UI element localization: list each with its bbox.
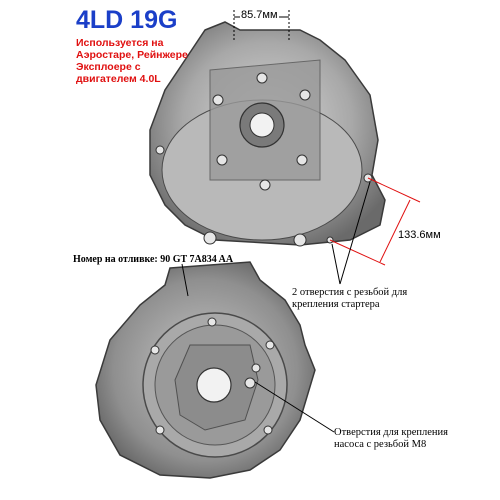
dimension-top-label: 85.7мм xyxy=(240,9,279,21)
casting-number-label: Номер на отливке: 90 GT 7A834 AA xyxy=(73,254,234,265)
pointer-lines xyxy=(181,181,371,433)
usage-note: Используется на Аэростаре, Рейнжере Эксп… xyxy=(76,37,188,85)
bottom-housing xyxy=(95,261,316,479)
top-housing xyxy=(149,21,386,247)
model-title: 4LD 19G xyxy=(76,6,178,34)
starter-holes-label: 2 отверстия с резьбой для крепления стар… xyxy=(292,287,408,310)
pump-holes-label: Отверстия для крепления насоса с резьбой… xyxy=(334,427,448,450)
dimension-marks xyxy=(233,10,421,266)
dimension-right-label: 133.6мм xyxy=(398,229,441,241)
